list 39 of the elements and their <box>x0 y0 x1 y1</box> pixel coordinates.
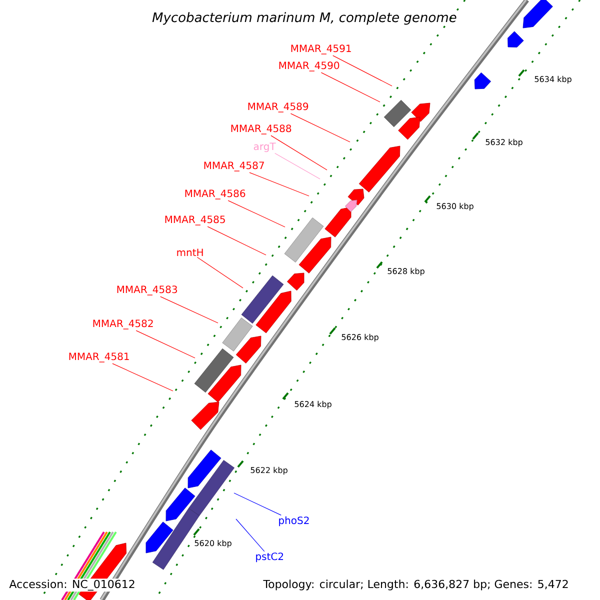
tick-label: 5628 kbp <box>388 268 424 276</box>
gene-label: MMAR_4591 <box>291 44 351 54</box>
leader-line <box>320 72 380 102</box>
leader-line <box>136 330 196 358</box>
tick-label: 5626 kbp <box>342 334 378 342</box>
leader-line <box>270 135 328 170</box>
gene-label: argT <box>254 142 276 152</box>
gene-label: mntH <box>177 248 203 256</box>
tick-label: 5620 kbp <box>194 540 232 548</box>
tick-label: 5634 kbp <box>534 76 572 84</box>
tick-label: 5630 kbp <box>436 202 474 211</box>
gene-label: MMAR_4589 <box>248 102 308 112</box>
gene-label: MMAR_4587 <box>204 162 264 172</box>
info-text: Topology: circular; Length: 6,636,827 bp; Genes: 5,472 <box>262 578 570 592</box>
tick-label: 5632 kbp <box>486 138 522 147</box>
leader-line <box>274 152 320 180</box>
leader-line <box>207 226 266 256</box>
title: Mycobacterium marinum M, complete genome <box>152 12 456 25</box>
tick-label: 5624 kbp <box>294 400 332 409</box>
leader-line <box>332 55 392 86</box>
gene-label: MMAR_4590 <box>279 62 340 72</box>
leader-line <box>228 200 286 228</box>
gene-label: MMAR_4588 <box>231 124 292 134</box>
leader-line <box>112 363 174 392</box>
leader-line <box>160 296 218 324</box>
leader-line <box>290 113 350 142</box>
gene-label: MMAR_4586 <box>185 190 246 200</box>
gene-label: MMAR_4583 <box>117 286 177 296</box>
gene-label: MMAR_4582 <box>93 320 153 330</box>
gene-label: MMAR_4581 <box>69 352 129 362</box>
leader-line <box>234 492 282 516</box>
gene-label: MMAR_4585 <box>165 216 225 226</box>
info-text: Accession: NC_010612 <box>8 578 136 592</box>
leader-line <box>249 172 310 196</box>
gene-label: phoS2 <box>279 516 309 526</box>
leader-line <box>236 518 265 552</box>
gene-label: pstC2 <box>256 552 284 562</box>
leader-line <box>196 256 244 288</box>
tick-label: 5622 kbp <box>250 466 288 475</box>
